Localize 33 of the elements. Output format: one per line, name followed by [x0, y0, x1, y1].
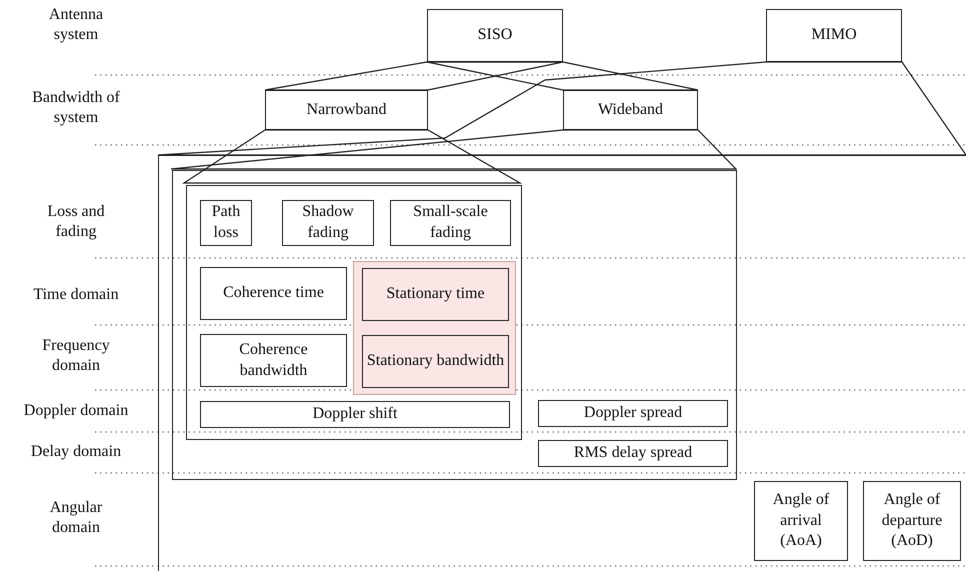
highlight-frame	[353, 261, 516, 395]
category-box: Coherence bandwidth	[200, 334, 347, 387]
row-label: Bandwidth of system	[31, 88, 121, 128]
category-box: Stationary bandwidth	[362, 335, 509, 388]
category-box: Doppler spread	[538, 400, 728, 427]
connector-line	[426, 61, 699, 91]
row-label: Doppler domain	[22, 401, 130, 421]
category-box: Shadow fading	[282, 200, 374, 246]
category-box: Angle of departure (AoD)	[863, 481, 961, 561]
row-label: Time domain	[32, 285, 120, 305]
region-frame	[172, 170, 737, 480]
region-frame	[158, 155, 966, 571]
category-box: Wideband	[563, 90, 698, 130]
row-label: Angular domain	[48, 498, 104, 538]
category-box: Narrowband	[265, 90, 428, 130]
row-label: Delay domain	[30, 442, 122, 462]
connector-line	[264, 61, 564, 91]
connector-line	[182, 129, 522, 184]
region-frame	[186, 185, 522, 440]
category-box: Small-scale fading	[390, 200, 511, 246]
category-box: Angle of arrival (AoA)	[754, 481, 848, 561]
connector-line	[157, 61, 966, 156]
category-box: SISO	[427, 9, 563, 62]
row-label: Frequency domain	[41, 336, 111, 376]
category-box: RMS delay spread	[538, 440, 728, 467]
category-box: Doppler shift	[200, 401, 510, 428]
category-box: Stationary time	[362, 268, 509, 321]
category-box: Path loss	[200, 200, 252, 246]
row-label: Antenna system	[48, 5, 104, 45]
row-label: Loss and fading	[46, 202, 106, 242]
connector-line	[170, 129, 738, 170]
category-box: MIMO	[766, 9, 902, 62]
category-box: Coherence time	[200, 267, 347, 320]
